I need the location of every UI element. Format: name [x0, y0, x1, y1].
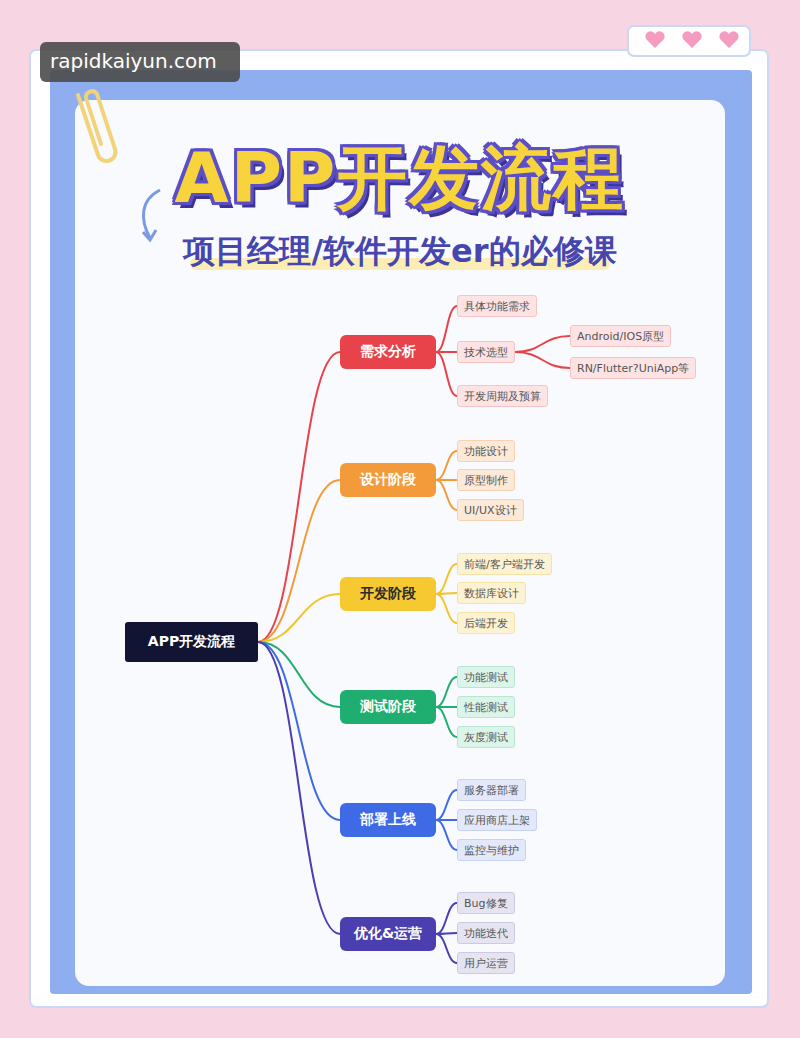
watermark: rapidkaiyun.com: [50, 49, 217, 73]
task-box: 服务器部署: [457, 779, 526, 801]
branch-line: [436, 352, 457, 396]
task-box: 性能测试: [457, 696, 515, 718]
branch-line: [436, 677, 457, 707]
branch-line: [258, 352, 340, 642]
branch-line: [436, 903, 457, 934]
stage-box: 开发阶段: [340, 577, 436, 611]
stage-box: 设计阶段: [340, 463, 436, 497]
task-box: 技术选型: [457, 341, 515, 363]
task-box: 后端开发: [457, 612, 515, 634]
node-text: 应用商店上架: [464, 813, 530, 828]
task-box: 原型制作: [457, 469, 515, 491]
node-text: 开发周期及预算: [464, 389, 541, 404]
task-box: 功能测试: [457, 666, 515, 688]
node-text: 数据库设计: [464, 586, 519, 601]
curved-arrow: [143, 190, 160, 238]
branch-line: [436, 306, 457, 352]
node-text: 用户运营: [464, 956, 508, 971]
task-box: UI/UX设计: [457, 499, 524, 521]
node-text: 原型制作: [464, 473, 508, 488]
node-text: 部署上线: [360, 811, 416, 829]
arrow-head: [143, 230, 156, 240]
node-text: UI/UX设计: [464, 503, 517, 518]
task-box: RN/Flutter?UniApp等: [570, 357, 696, 379]
stage-box: 部署上线: [340, 803, 436, 837]
node-text: 性能测试: [464, 700, 508, 715]
node-text: 具体功能需求: [464, 299, 530, 314]
task-box: 监控与维护: [457, 839, 526, 861]
node-text: 设计阶段: [360, 471, 416, 489]
task-box: 数据库设计: [457, 582, 526, 604]
stage-box: 测试阶段: [340, 690, 436, 724]
node-text: 后端开发: [464, 616, 508, 631]
branch-line: [436, 790, 457, 820]
branch-line: [436, 564, 457, 594]
tab: [628, 26, 750, 56]
stage-box: 优化&运营: [340, 917, 436, 951]
branch-line: [515, 336, 570, 352]
task-box: Bug修复: [457, 892, 515, 914]
branch-line: [258, 642, 340, 934]
subtitle: 项目经理/软件开发er的必修课: [183, 230, 616, 274]
task-box: 开发周期及预算: [457, 385, 548, 407]
branch-line: [436, 934, 457, 963]
node-text: 灰度测试: [464, 730, 508, 745]
node-text: Android/IOS原型: [577, 329, 664, 344]
node-text: 功能设计: [464, 444, 508, 459]
task-box: 具体功能需求: [457, 295, 537, 317]
title: APP开发流程: [0, 132, 800, 226]
stage-box: 需求分析: [340, 335, 436, 369]
hearts: [645, 31, 738, 48]
branch-line: [436, 480, 457, 510]
node-text: 开发阶段: [360, 585, 416, 603]
branch-line: [258, 594, 340, 642]
branch-line: [436, 451, 457, 480]
branch-line: [436, 594, 457, 623]
branch-line: [436, 820, 457, 850]
node-text: 功能测试: [464, 670, 508, 685]
node-text: APP开发流程: [148, 633, 235, 651]
root-box: APP开发流程: [125, 622, 258, 662]
task-box: 应用商店上架: [457, 809, 537, 831]
task-box: 功能设计: [457, 440, 515, 462]
node-text: 优化&运营: [354, 925, 422, 943]
node-text: 前端/客户端开发: [464, 557, 545, 572]
node-text: 功能迭代: [464, 926, 508, 941]
task-box: 功能迭代: [457, 922, 515, 944]
task-box: 前端/客户端开发: [457, 553, 552, 575]
paper-clip: [78, 91, 116, 161]
branch-line: [515, 352, 570, 368]
node-text: 监控与维护: [464, 843, 519, 858]
task-box: 灰度测试: [457, 726, 515, 748]
node-text: 测试阶段: [360, 698, 416, 716]
node-text: 技术选型: [464, 345, 508, 360]
task-box: Android/IOS原型: [570, 325, 671, 347]
branch-line: [436, 707, 457, 737]
branch-line: [258, 480, 340, 642]
task-box: 用户运营: [457, 952, 515, 974]
node-text: RN/Flutter?UniApp等: [577, 361, 689, 376]
white-card: [75, 100, 725, 986]
watermark-box: [40, 42, 240, 82]
node-text: 需求分析: [360, 343, 416, 361]
node-text: 服务器部署: [464, 783, 519, 798]
node-text: Bug修复: [464, 896, 508, 911]
